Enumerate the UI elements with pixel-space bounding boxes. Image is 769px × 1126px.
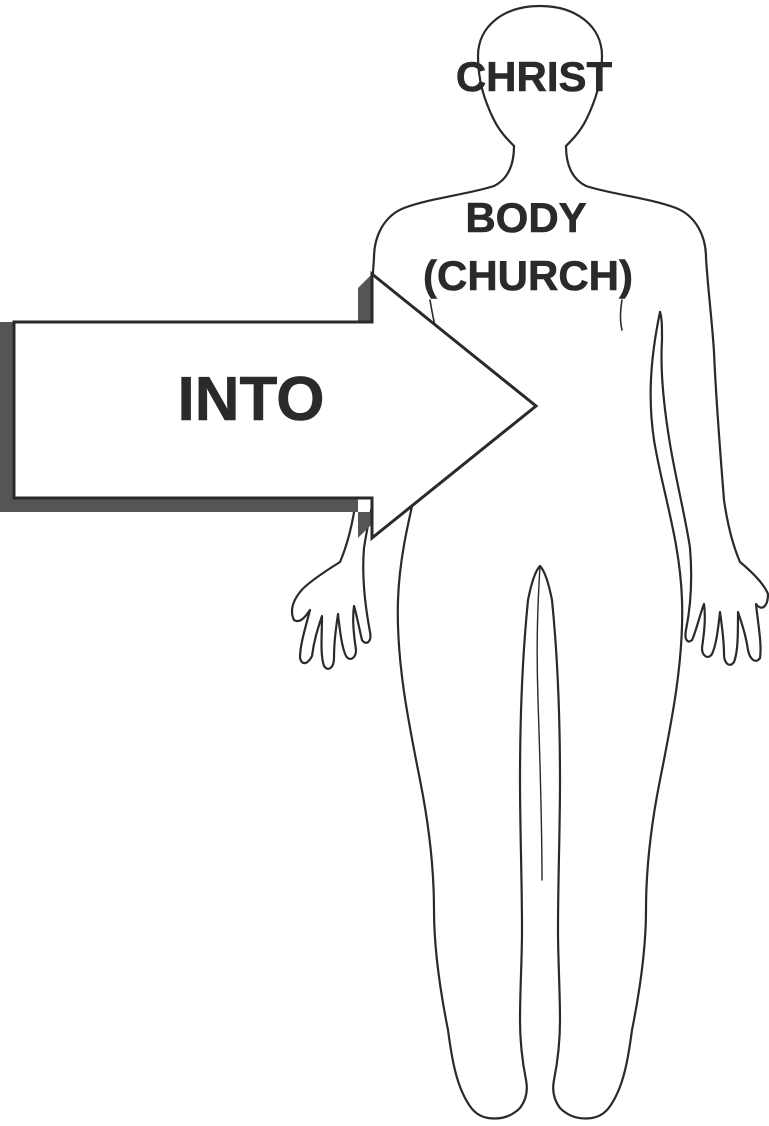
label-christ: CHRIST [456,53,613,100]
label-church: (CHURCH) [423,252,633,299]
body-right-side [566,146,768,665]
human-figure-outline [292,6,768,1119]
arrow-shadow-left [0,322,14,512]
right-armpit-line [621,300,623,330]
inner-leg-divider [537,566,542,880]
label-body: BODY [465,194,586,241]
head-left-cheek [494,120,514,146]
torso-right [540,312,682,1119]
label-into: INTO [178,365,325,434]
arrow-shadow-bottom [0,498,372,538]
